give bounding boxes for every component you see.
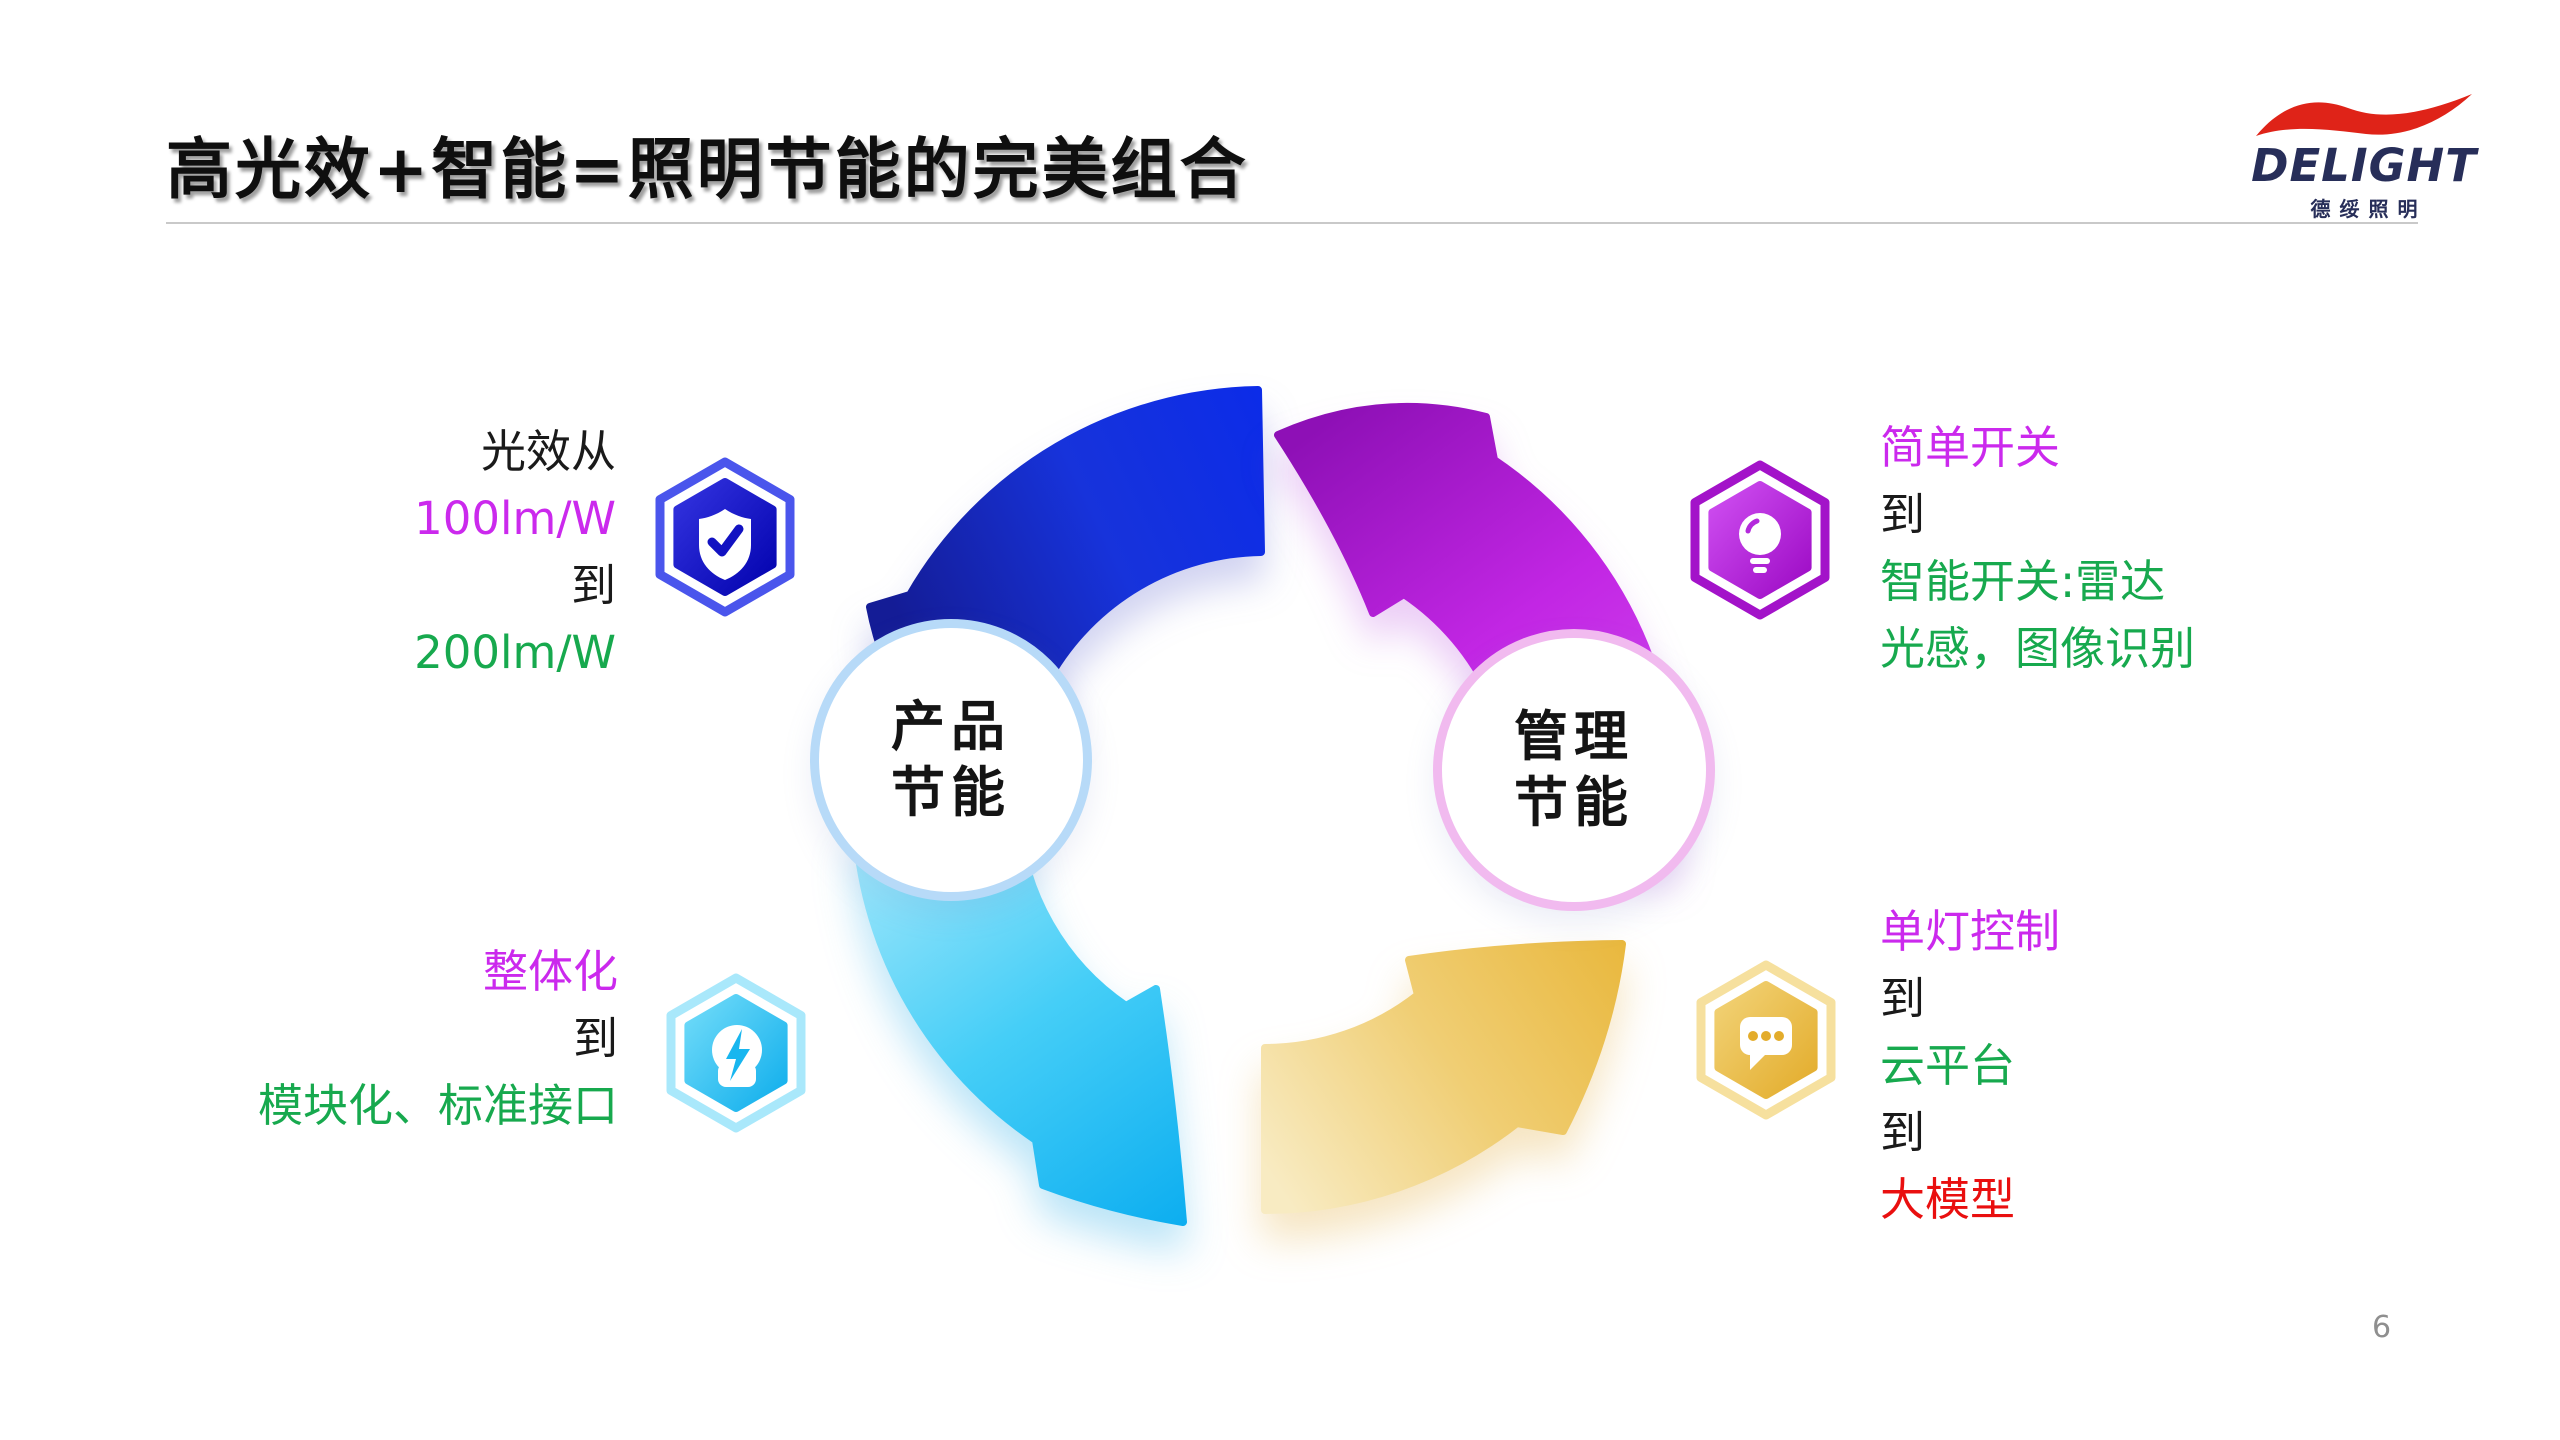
page-title: 高光效+智能=照明节能的完美组合 bbox=[166, 131, 1249, 208]
callout-line: 模块化、标准接口 bbox=[257, 1079, 618, 1132]
callout-line: 到 bbox=[1880, 972, 1926, 1025]
chat-bubble-icon bbox=[1696, 960, 1836, 1120]
callout-line: 云平台 bbox=[1880, 1039, 2016, 1092]
callout-line: 到 bbox=[1880, 488, 1926, 541]
title-underline bbox=[166, 222, 2418, 224]
callout-line: 光感，图像识别 bbox=[1880, 622, 2196, 675]
arrow-yellow bbox=[1261, 940, 1626, 1214]
callout-bottom-left: 整体化 到 模块化、标准接口 bbox=[150, 938, 618, 1139]
callout-top-left: 光效从 100lm/W 到 200lm/W bbox=[150, 418, 616, 686]
logo-swoosh-icon bbox=[2256, 94, 2472, 136]
callout-bottom-right: 单灯控制 到 云平台 到 大模型 bbox=[1880, 898, 2400, 1233]
node-label-line: 节能 bbox=[891, 761, 1011, 824]
callout-line: 单灯控制 bbox=[1880, 905, 2061, 958]
callout-line: 简单开关 bbox=[1880, 421, 2061, 474]
node-label-line: 产品 bbox=[891, 695, 1011, 758]
arrow-cyan bbox=[852, 813, 1187, 1226]
callout-line: 光效从 bbox=[480, 425, 616, 478]
callout-line: 到 bbox=[572, 1012, 618, 1065]
node-product-saving: 产品 节能 bbox=[810, 619, 1092, 901]
page-number: 6 bbox=[2372, 1310, 2392, 1345]
logo-brand-text: DELIGHT bbox=[2251, 139, 2477, 192]
callout-line: 整体化 bbox=[482, 945, 618, 998]
shield-check-icon bbox=[655, 457, 795, 617]
callout-top-right: 简单开关 到 智能开关:雷达 光感，图像识别 bbox=[1880, 414, 2440, 682]
node-management-saving: 管理 节能 bbox=[1433, 629, 1715, 911]
callout-line: 到 bbox=[1880, 1106, 1926, 1159]
callout-line: 200lm/W bbox=[414, 626, 616, 679]
callout-line: 大模型 bbox=[1880, 1173, 2016, 1226]
lightbulb-icon bbox=[1690, 460, 1830, 620]
callout-line: 到 bbox=[570, 559, 616, 612]
callout-line: 100lm/W bbox=[414, 492, 616, 545]
node-label-line: 节能 bbox=[1514, 771, 1634, 834]
callout-line: 智能开关:雷达 bbox=[1880, 555, 2166, 608]
node-label-line: 管理 bbox=[1514, 705, 1634, 768]
brand-logo: DELIGHT 德绥照明 bbox=[2240, 86, 2488, 222]
logo-brand-chinese: 德绥照明 bbox=[2310, 197, 2427, 221]
head-lightning-icon bbox=[666, 973, 806, 1133]
